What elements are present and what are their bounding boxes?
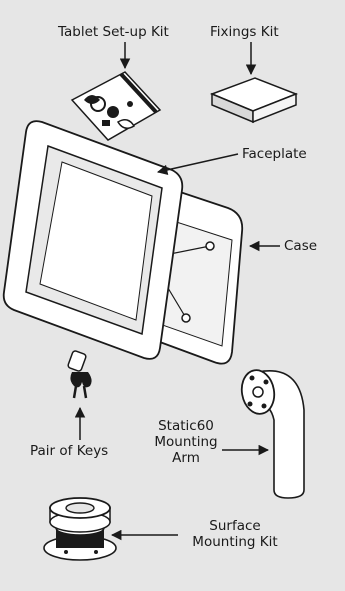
- label-arm-line-2: Mounting: [154, 434, 217, 450]
- label-static60-mounting-arm: Static60 Mounting Arm: [150, 418, 222, 466]
- keys-icon: [67, 350, 91, 398]
- label-surface-mounting-kit: Surface Mounting Kit: [180, 518, 290, 550]
- label-arm-line-3: Arm: [172, 450, 200, 466]
- label-arm-line-1: Static60: [158, 418, 214, 434]
- label-pair-of-keys: Pair of Keys: [30, 443, 108, 459]
- tablet-setup-kit-bag-icon: [72, 72, 160, 140]
- label-case: Case: [284, 238, 317, 254]
- label-faceplate: Faceplate: [242, 146, 307, 162]
- surface-mounting-kit-icon: [44, 498, 116, 560]
- faceplate-icon: [4, 121, 183, 359]
- mounting-arm-icon: [238, 368, 304, 498]
- label-surface-line-2: Mounting Kit: [192, 534, 277, 550]
- label-surface-line-1: Surface: [209, 518, 260, 534]
- fixings-kit-box-icon: [212, 78, 296, 122]
- label-fixings-kit: Fixings Kit: [210, 24, 279, 40]
- label-tablet-setup-kit: Tablet Set-up Kit: [58, 24, 169, 40]
